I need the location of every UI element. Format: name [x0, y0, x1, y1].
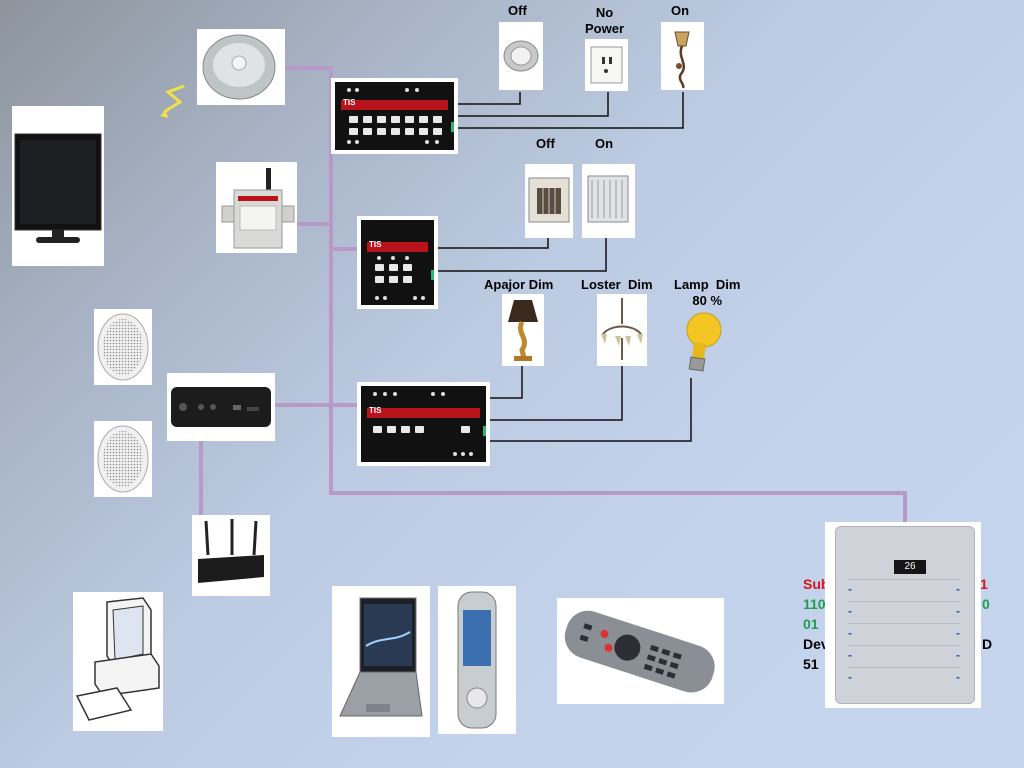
- heater-icon: [528, 177, 570, 223]
- bus-cable: [199, 66, 907, 522]
- speaker-icon: [97, 425, 149, 493]
- gsm-icon: [221, 168, 295, 249]
- wifi-router[interactable]: [192, 515, 270, 596]
- fan-coil-icon: [587, 175, 629, 223]
- computer-icon: [75, 597, 160, 721]
- lamp-dim-label: Lamp Dim 80 %: [674, 277, 741, 308]
- info-line-2-suffix: 0: [982, 596, 990, 612]
- fan-coil-unit[interactable]: [582, 164, 635, 238]
- touch-monitor[interactable]: [12, 106, 104, 266]
- info-line-2: 110: [803, 596, 826, 612]
- remote-control[interactable]: [557, 598, 724, 704]
- dimmer-module[interactable]: TIS: [357, 382, 490, 466]
- media-box-icon: [171, 387, 271, 427]
- panel-key-5[interactable]: --: [848, 667, 960, 684]
- remote-icon: [564, 610, 715, 693]
- wall-lamp-status-label: On: [671, 3, 690, 18]
- module-brand: TIS: [369, 240, 382, 249]
- panel-key-3[interactable]: --: [848, 623, 960, 640]
- info-line-4-suffix: D: [982, 636, 993, 652]
- info-line-1-suffix: 1: [980, 576, 988, 592]
- downlight-status-label: Off: [508, 3, 527, 18]
- chandelier-icon: [601, 298, 643, 360]
- smartphone[interactable]: [438, 586, 516, 734]
- sensor-icon: [202, 34, 276, 100]
- panel-key-4[interactable]: --: [848, 645, 960, 662]
- ceiling-speaker-2[interactable]: [94, 421, 152, 497]
- chandelier[interactable]: [597, 294, 647, 366]
- monitor-icon: [14, 133, 102, 243]
- relay-module-1[interactable]: TIS: [331, 78, 458, 154]
- ceiling-speaker-1[interactable]: [94, 309, 152, 385]
- relay-module-2[interactable]: TIS: [357, 216, 438, 309]
- wall-control-panel[interactable]: 26 -- -- -- -- --: [825, 522, 981, 708]
- table-lamp-icon: [508, 300, 538, 361]
- heater-status-label: Off: [536, 136, 555, 151]
- laptop-icon: [339, 597, 423, 717]
- heater-unit[interactable]: [525, 164, 573, 238]
- panel-key-2[interactable]: --: [848, 601, 960, 618]
- panel-key-1[interactable]: --: [848, 579, 960, 596]
- router-icon: [198, 519, 264, 583]
- temperature-display: 26: [894, 560, 926, 574]
- wall-lamp-icon: [674, 31, 690, 89]
- phone-icon: [457, 591, 497, 729]
- socket-icon: [590, 46, 623, 84]
- load-cables: [438, 92, 692, 442]
- arrow-icon: [160, 84, 185, 118]
- module-brand: TIS: [343, 98, 356, 107]
- fan-coil-status-label: On: [595, 136, 614, 151]
- desktop-computer[interactable]: [73, 592, 163, 731]
- speaker-icon: [97, 313, 149, 381]
- media-box[interactable]: [167, 373, 275, 441]
- panel-face: 26 -- -- -- -- --: [835, 526, 975, 704]
- module-brand: TIS: [369, 406, 382, 415]
- wall-lamp[interactable]: [661, 22, 704, 90]
- downlight[interactable]: [499, 22, 543, 90]
- info-line-4: Dev: [803, 636, 829, 652]
- light-bulb-icon: [686, 312, 722, 372]
- gsm-port[interactable]: [216, 162, 297, 253]
- table-lamp[interactable]: [502, 294, 544, 366]
- downlight-icon: [503, 40, 539, 72]
- socket-status-label: No Power: [585, 5, 625, 36]
- ceiling-sensor[interactable]: [197, 29, 285, 105]
- wall-socket[interactable]: [585, 39, 628, 91]
- info-line-1: Sub: [803, 576, 830, 592]
- info-line-3: 01: [803, 616, 819, 632]
- laptop[interactable]: [332, 586, 430, 737]
- info-line-5: 51: [803, 656, 819, 672]
